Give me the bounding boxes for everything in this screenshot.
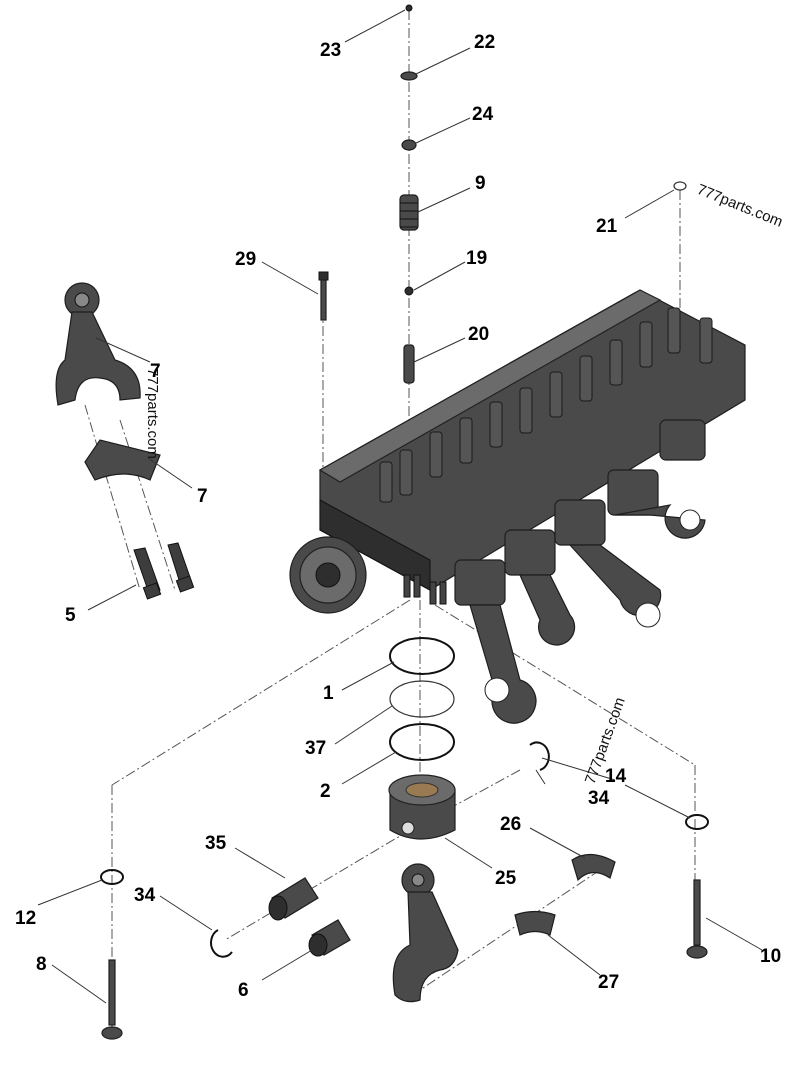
piston-assembly-exploded: [210, 637, 616, 1003]
label-5: 5: [65, 605, 76, 626]
label-37: 37: [305, 738, 326, 759]
part-27-lower-bearing-shell: [514, 910, 556, 936]
label-21: 21: [596, 216, 618, 237]
label-22: 22: [474, 32, 495, 53]
part-34-retaining-clip-right: [529, 741, 550, 771]
part-26-upper-bearing-shell: [571, 853, 616, 882]
part-6-rod-bushing: [308, 919, 351, 957]
label-1: 1: [323, 683, 334, 704]
valve-springs-row: [379, 307, 713, 503]
part-10-exhaust-valve: [686, 879, 708, 959]
label-7-lower: 7: [197, 486, 208, 507]
label-12: 12: [15, 908, 36, 929]
part-34-retaining-clip-left: [210, 929, 233, 958]
label-10: 10: [760, 946, 781, 967]
part-21-o-ring: [673, 181, 687, 191]
part-2-piston-ring: [389, 723, 455, 761]
part-23-valve-keeper: [405, 4, 413, 12]
label-35: 35: [205, 833, 227, 854]
bottom-connecting-rod: [392, 863, 459, 1003]
part-20-valve-guide: [403, 344, 415, 384]
label-14: 14: [605, 766, 627, 787]
label-9: 9: [475, 173, 486, 194]
block-studs: [403, 574, 447, 605]
label-34-right: 34: [588, 788, 610, 809]
label-26: 26: [500, 814, 521, 835]
part-1-piston-ring: [389, 637, 455, 675]
watermark-left: 777parts.com: [144, 368, 161, 459]
part-37-piston-ring: [389, 680, 455, 718]
left-connecting-rod: [55, 282, 195, 600]
label-29: 29: [235, 249, 256, 270]
part-8-intake-valve: [101, 959, 123, 1040]
cylinder-head-block: [289, 289, 746, 724]
part-25-piston: [388, 774, 456, 840]
part-14-o-ring: [685, 814, 709, 830]
label-27: 27: [598, 972, 619, 993]
label-23: 23: [320, 40, 341, 61]
part-19-valve-seal: [404, 286, 414, 296]
label-8: 8: [36, 954, 47, 975]
part-labels: 23 22 24 9 19 20 21 29 7 7 5 1 37 2 14 3…: [15, 32, 781, 1001]
label-25: 25: [495, 868, 517, 889]
label-20: 20: [468, 324, 489, 345]
part-24-spring-retainer: [401, 139, 417, 151]
part-35-piston-pin: [268, 877, 319, 921]
part-22-valve-cap: [400, 71, 418, 81]
label-7-upper: 7: [150, 361, 161, 382]
label-2: 2: [320, 781, 331, 802]
label-6: 6: [238, 980, 249, 1001]
leader-lines: [37, 9, 763, 1004]
part-9-valve-spring: [399, 194, 419, 231]
label-24: 24: [472, 104, 494, 125]
part-5-rod-bolts: [133, 542, 195, 600]
crankshaft-pulley: [289, 536, 367, 614]
valves-and-seals: [100, 814, 709, 1040]
pistons-under-block: [454, 419, 706, 724]
label-34-left: 34: [134, 885, 156, 906]
part-29-head-bolt: [318, 271, 329, 321]
watermark-top-right: 777parts.com: [695, 181, 786, 231]
part-12-o-ring: [100, 869, 124, 885]
valve-stack-parts: [318, 4, 687, 384]
label-19: 19: [466, 248, 487, 269]
